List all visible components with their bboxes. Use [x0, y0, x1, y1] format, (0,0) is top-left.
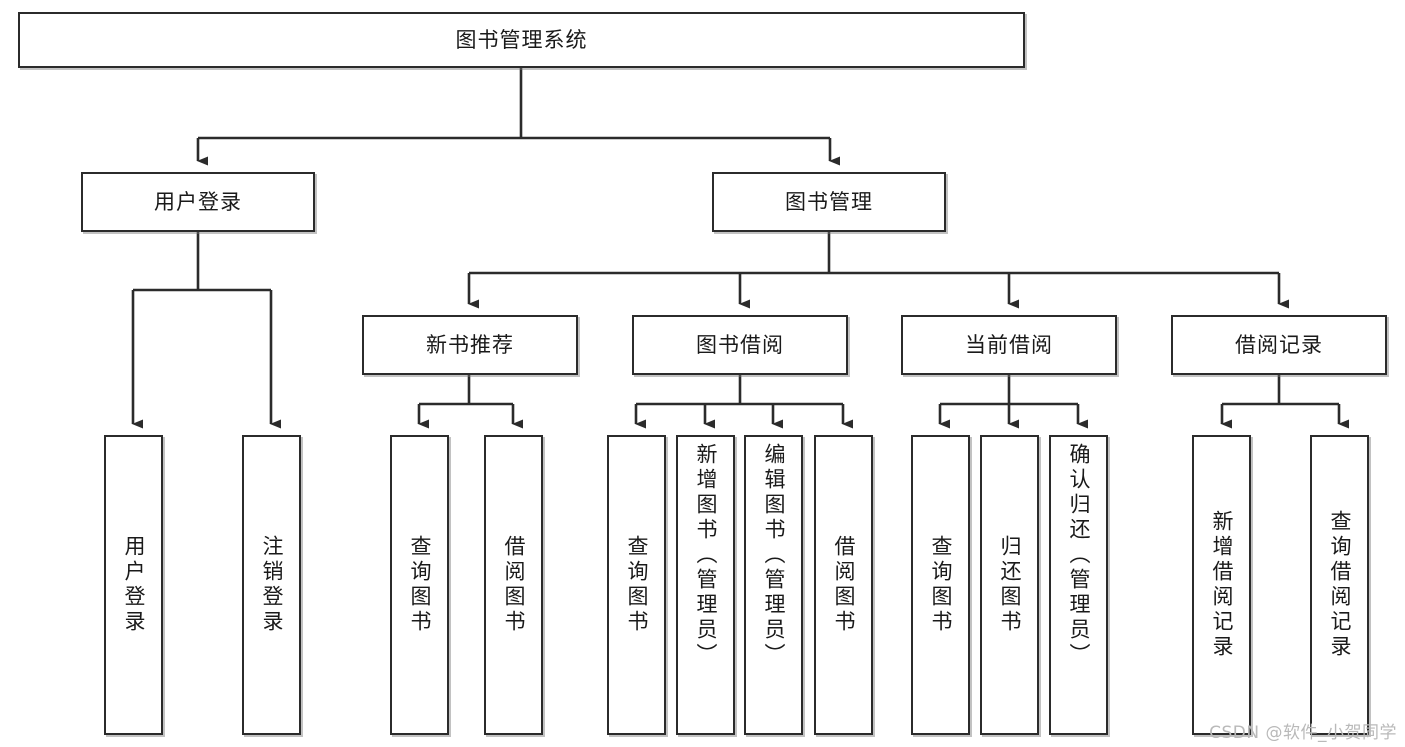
node-book-manage[interactable]: 图书管理: [712, 172, 946, 232]
node-book-borrow[interactable]: 图书借阅: [632, 315, 848, 375]
node-leaf-user-logout-label: 注销登录: [260, 535, 284, 635]
node-leaf-query-book-3-label: 查询图书: [929, 535, 953, 635]
node-leaf-query-book-3[interactable]: 查询图书: [911, 435, 970, 735]
node-leaf-edit-book-label: 编辑图书（管理员）: [762, 443, 786, 668]
node-leaf-return-book-label: 归还图书: [998, 535, 1022, 635]
node-leaf-user-login-label: 用户登录: [122, 535, 146, 635]
node-leaf-borrow-book-2[interactable]: 借阅图书: [814, 435, 873, 735]
node-current-borrow-label: 当前借阅: [965, 332, 1053, 357]
node-leaf-user-login[interactable]: 用户登录: [104, 435, 163, 735]
node-leaf-add-record[interactable]: 新增借阅记录: [1192, 435, 1251, 735]
node-book-manage-label: 图书管理: [785, 189, 873, 214]
node-leaf-confirm-return[interactable]: 确认归还（管理员）: [1049, 435, 1108, 735]
node-leaf-return-book[interactable]: 归还图书: [980, 435, 1039, 735]
node-leaf-add-record-label: 新增借阅记录: [1210, 510, 1234, 660]
node-leaf-add-book[interactable]: 新增图书（管理员）: [676, 435, 735, 735]
node-leaf-query-record[interactable]: 查询借阅记录: [1310, 435, 1369, 735]
node-borrow-record[interactable]: 借阅记录: [1171, 315, 1387, 375]
node-leaf-query-book-1-label: 查询图书: [408, 535, 432, 635]
node-root-label: 图书管理系统: [455, 27, 588, 52]
node-leaf-edit-book[interactable]: 编辑图书（管理员）: [744, 435, 803, 735]
node-leaf-user-logout[interactable]: 注销登录: [242, 435, 301, 735]
node-root[interactable]: 图书管理系统: [18, 12, 1025, 68]
node-new-book-recommend[interactable]: 新书推荐: [362, 315, 578, 375]
node-leaf-query-book-2[interactable]: 查询图书: [607, 435, 666, 735]
node-leaf-borrow-book-2-label: 借阅图书: [832, 535, 856, 635]
node-leaf-query-book-2-label: 查询图书: [625, 535, 649, 635]
node-leaf-borrow-book-1-label: 借阅图书: [502, 535, 526, 635]
node-borrow-record-label: 借阅记录: [1235, 332, 1323, 357]
node-leaf-query-book-1[interactable]: 查询图书: [390, 435, 449, 735]
node-book-borrow-label: 图书借阅: [696, 332, 784, 357]
node-current-borrow[interactable]: 当前借阅: [901, 315, 1117, 375]
node-user-login[interactable]: 用户登录: [81, 172, 315, 232]
node-new-book-recommend-label: 新书推荐: [426, 332, 514, 357]
node-leaf-confirm-return-label: 确认归还（管理员）: [1067, 443, 1091, 668]
node-leaf-query-record-label: 查询借阅记录: [1328, 510, 1352, 660]
node-leaf-borrow-book-1[interactable]: 借阅图书: [484, 435, 543, 735]
node-leaf-add-book-label: 新增图书（管理员）: [694, 443, 718, 668]
csdn-watermark: CSDN @软件_小贺同学: [1209, 723, 1397, 743]
node-user-login-label: 用户登录: [154, 189, 242, 214]
